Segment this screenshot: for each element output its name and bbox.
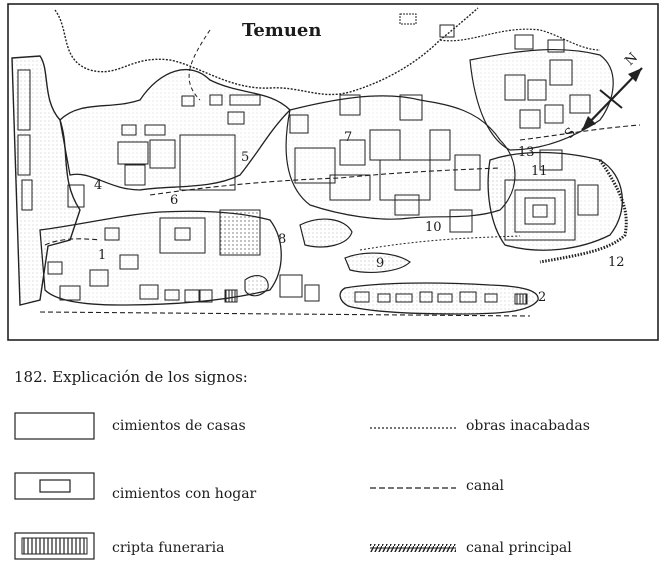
north-shore [54, 7, 479, 96]
canal-symbol [370, 487, 456, 489]
legend-hearth: cimientos con hogar [14, 472, 314, 504]
site-map [7, 3, 659, 341]
site-label-10: 10 [425, 220, 442, 235]
buildings-south-islet [354, 291, 528, 305]
unfinished-works [359, 235, 521, 251]
legend-unfinished: obras inacabadas [370, 416, 660, 448]
canal-east [519, 124, 641, 141]
site-label-5: 5 [241, 150, 250, 165]
central-north-island [59, 69, 291, 191]
legend-canal: canal [370, 476, 660, 508]
south-islet [339, 282, 539, 315]
map-frame [7, 3, 659, 341]
site-label-11: 11 [531, 164, 548, 179]
buildings-north [117, 94, 261, 191]
crypt-symbol [14, 532, 95, 560]
site-label-6: 6 [170, 193, 179, 208]
buildings-north-east [399, 13, 591, 129]
legend-hearth-label: cimientos con hogar [112, 486, 257, 502]
compass [581, 67, 643, 131]
legend-caption: 182. Explicación de los signos: [14, 368, 248, 386]
site-label-1: 1 [98, 248, 107, 263]
legend-unfinished-label: obras inacabadas [466, 418, 590, 434]
canal-west [44, 238, 101, 246]
legend-main-canal: canal principal [370, 536, 660, 568]
map-title: Temuen [242, 20, 322, 41]
central-island [285, 95, 516, 220]
canal-north [188, 29, 211, 101]
unfinished-symbol [370, 427, 456, 429]
islet-b [344, 252, 411, 273]
legend-crypt: cripta funeraria [14, 532, 314, 564]
north-east-shore [439, 28, 601, 51]
buildings-west [17, 69, 120, 301]
site-label-2: 2 [538, 290, 547, 305]
legend-foundations-label: cimientos de casas [112, 418, 246, 434]
canal-central [149, 167, 501, 196]
buildings-south-west [119, 209, 320, 303]
site-label-8: 8 [278, 232, 287, 247]
site-label-12: 12 [608, 255, 625, 270]
legend-foundations: cimientos de casas [14, 412, 314, 444]
hearth-symbol [14, 472, 95, 500]
main-canal [539, 159, 628, 264]
islet-a [299, 218, 353, 248]
main-canal-symbol [370, 544, 456, 552]
temple-platform [504, 149, 599, 241]
site-label-9: 9 [376, 256, 385, 271]
site-label-13: 13 [518, 145, 535, 160]
site-label-4: 4 [94, 178, 103, 193]
legend-main-canal-label: canal principal [466, 540, 572, 556]
islet-c [244, 275, 269, 297]
legend-crypt-label: cripta funeraria [112, 540, 225, 556]
canal-south [39, 311, 531, 317]
legend-canal-label: canal [466, 478, 505, 494]
buildings-central [289, 94, 481, 233]
foundations-symbol [14, 412, 95, 440]
site-label-7: 7 [344, 130, 353, 145]
